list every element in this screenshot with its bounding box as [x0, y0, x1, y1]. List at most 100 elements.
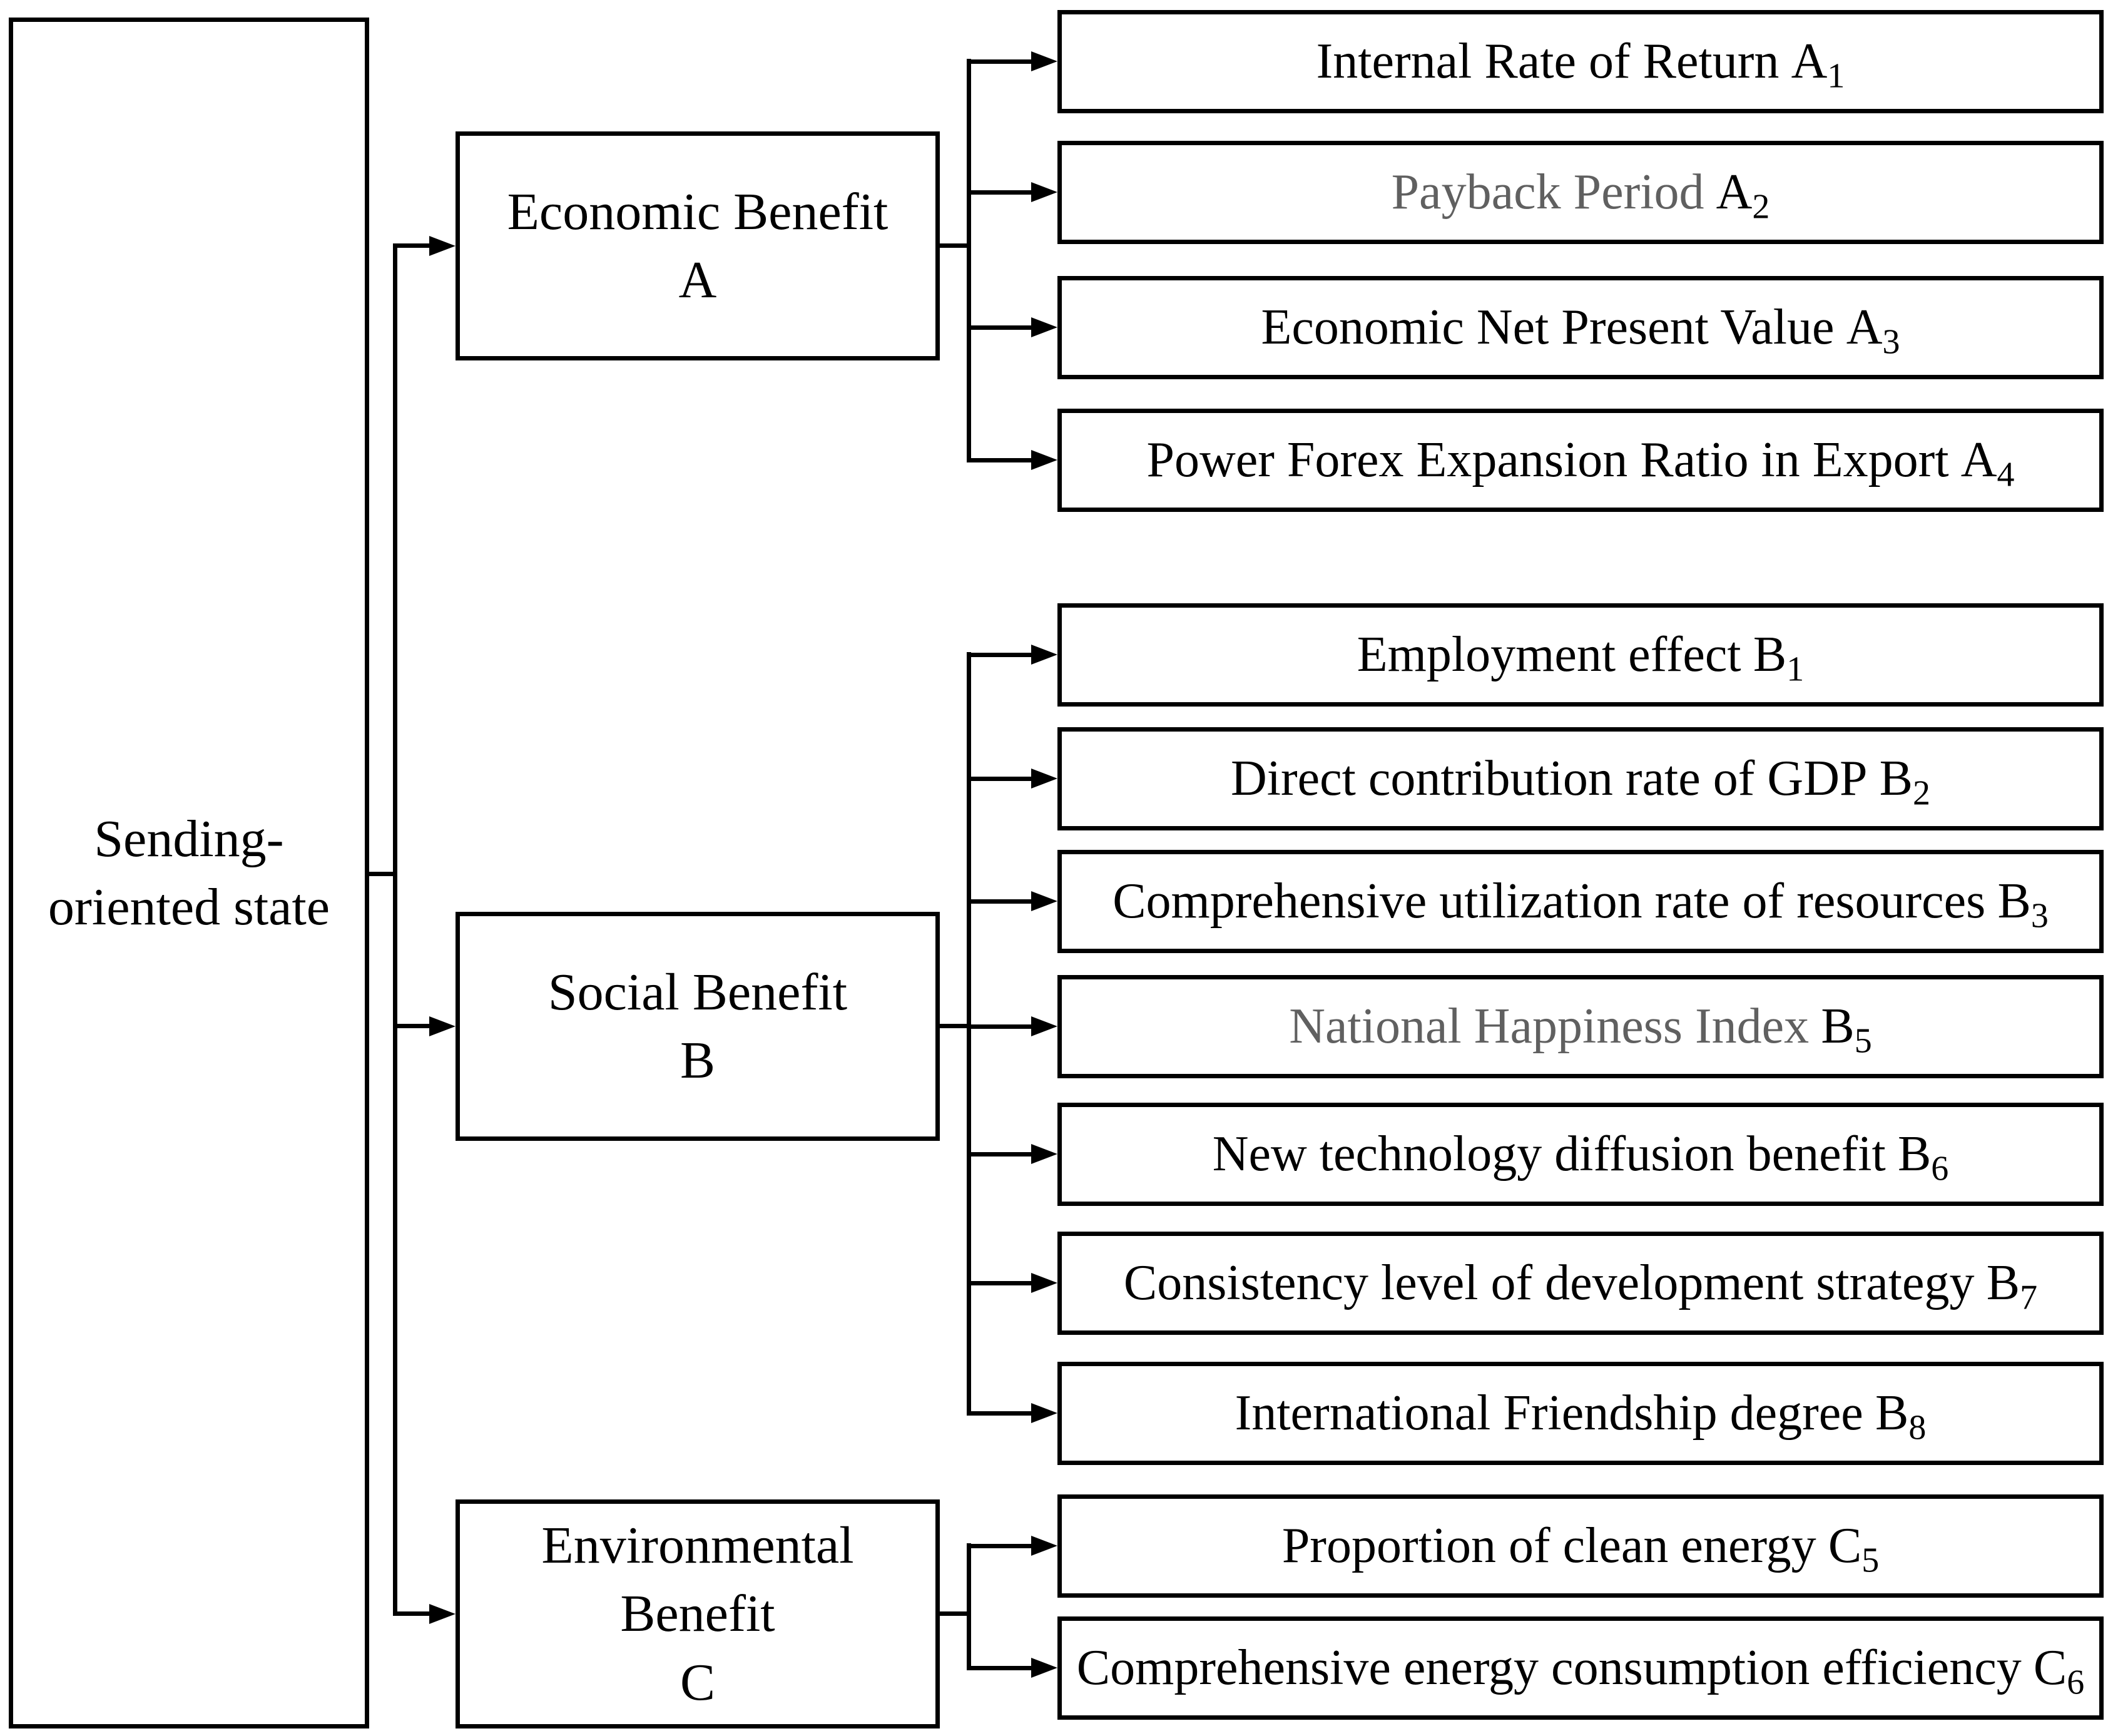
connector-line-c6 — [967, 1666, 1031, 1670]
leaf-b5-code-letter: B — [1821, 999, 1855, 1054]
category-environmental-code: C — [680, 1653, 716, 1712]
leaf-b8-code-sub: 8 — [1908, 1408, 1927, 1448]
leaf-a3-code-letter: A — [1846, 300, 1883, 355]
root-box: Sending- oriented state — [9, 18, 369, 1728]
leaf-b6-code-sub: 6 — [1931, 1149, 1949, 1188]
category-social-title: Social Benefit — [547, 962, 848, 1021]
arrowhead-economic — [429, 236, 456, 256]
connector-root-stub — [368, 872, 397, 876]
arrowhead-social — [429, 1016, 456, 1036]
leaf-b7-code: B7 — [1986, 1255, 2037, 1315]
connector-economic-stub — [940, 243, 971, 248]
leaf-a2-code-sub: 2 — [1752, 187, 1770, 227]
category-economic-title: Economic Benefit — [507, 182, 889, 241]
connector-line-b6 — [967, 1152, 1031, 1156]
arrowhead-b2 — [1031, 768, 1057, 789]
connector-line-environmental — [393, 1611, 429, 1616]
leaf-b2-code: B2 — [1880, 750, 1930, 811]
leaf-b8-code-letter: B — [1875, 1386, 1909, 1441]
leaf-b2-code-sub: 2 — [1913, 774, 1931, 813]
leaf-b3-code-letter: B — [1997, 874, 2031, 929]
connector-line-economic — [393, 243, 429, 248]
connector-line-a1 — [967, 59, 1031, 64]
connector-line-social — [393, 1024, 429, 1028]
leaf-b3-code: B3 — [1997, 873, 2048, 934]
arrowhead-c5 — [1031, 1536, 1057, 1556]
leaf-a4-code: A4 — [1960, 432, 2015, 493]
connector-environmental-trunk — [967, 1543, 971, 1670]
connector-root-trunk — [393, 244, 397, 1616]
arrowhead-b7 — [1031, 1273, 1057, 1293]
arrowhead-b8 — [1031, 1403, 1057, 1423]
leaf-box-b6: New technology diffusion benefit B6 — [1057, 1103, 2104, 1206]
leaf-box-b7: Consistency level of development strateg… — [1057, 1232, 2104, 1335]
connector-line-a4 — [967, 458, 1031, 462]
arrowhead-a1 — [1031, 51, 1057, 71]
leaf-a1-code: A1 — [1791, 33, 1845, 94]
leaf-a3-label: Economic Net Present Value — [1261, 300, 1835, 355]
category-economic-code: A — [678, 251, 717, 309]
leaf-b6-code-letter: B — [1897, 1126, 1932, 1182]
leaf-b2-label: Direct contribution rate of GDP — [1230, 751, 1868, 806]
leaf-box-c6: Comprehensive energy consumption efficie… — [1057, 1616, 2104, 1720]
connector-environmental-stub — [940, 1611, 971, 1616]
category-box-environmental: Environmental Benefit C — [456, 1499, 940, 1728]
leaf-a3-code-sub: 3 — [1882, 322, 1900, 362]
leaf-b1-code-letter: B — [1753, 627, 1787, 682]
leaf-b7-code-sub: 7 — [2020, 1278, 2038, 1317]
leaf-box-a4: Power Forex Expansion Ratio in Export A4 — [1057, 409, 2104, 512]
leaf-a2-code-letter: A — [1716, 165, 1753, 220]
leaf-a4-label: Power Forex Expansion Ratio in Export — [1146, 432, 1949, 488]
leaf-box-a1: Internal Rate of Return A1 — [1057, 10, 2104, 113]
leaf-a3-code: A3 — [1846, 299, 1900, 360]
leaf-a1-code-letter: A — [1791, 34, 1828, 89]
connector-line-c5 — [967, 1544, 1031, 1548]
leaf-a1-code-sub: 1 — [1827, 56, 1845, 96]
connector-line-b1 — [967, 653, 1031, 657]
leaf-box-c5: Proportion of clean energy C5 — [1057, 1494, 2104, 1598]
arrowhead-environmental — [429, 1604, 456, 1624]
leaf-b7-code-letter: B — [1986, 1255, 2020, 1310]
connector-economic-trunk — [967, 59, 971, 462]
arrowhead-a2 — [1031, 182, 1057, 202]
leaf-c5-code: C5 — [1828, 1518, 1879, 1578]
arrowhead-b1 — [1031, 645, 1057, 665]
leaf-b3-code-sub: 3 — [2030, 896, 2049, 936]
leaf-c5-label: Proportion of clean energy — [1281, 1518, 1816, 1573]
leaf-b5-label: National Happiness Index — [1289, 999, 1810, 1054]
leaf-box-b5: National Happiness Index B5 — [1057, 975, 2104, 1078]
root-title-line1: Sending- — [94, 809, 284, 868]
leaf-box-b3: Comprehensive utilization rate of resour… — [1057, 850, 2104, 953]
category-environmental-title: Environmental Benefit — [541, 1516, 854, 1643]
leaf-c6-code-letter: C — [2033, 1640, 2067, 1695]
leaf-a4-code-sub: 4 — [1997, 455, 2015, 494]
category-social-code: B — [680, 1031, 716, 1090]
leaf-b6-label: New technology diffusion benefit — [1212, 1126, 1886, 1182]
leaf-box-b8: International Friendship degree B8 — [1057, 1362, 2104, 1465]
connector-line-a3 — [967, 325, 1031, 330]
leaf-b5-code-sub: 5 — [1854, 1021, 1872, 1061]
connector-line-a2 — [967, 190, 1031, 195]
leaf-c6-code: C6 — [2033, 1640, 2084, 1700]
leaf-a4-code-letter: A — [1960, 432, 1997, 488]
arrowhead-b6 — [1031, 1144, 1057, 1164]
root-title-line2: oriented state — [48, 878, 330, 936]
arrowhead-b3 — [1031, 891, 1057, 911]
connector-line-b5 — [967, 1024, 1031, 1029]
leaf-b6-code: B6 — [1897, 1126, 1948, 1187]
leaf-b7-label: Consistency level of development strateg… — [1123, 1255, 1975, 1310]
leaf-c6-label: Comprehensive energy consumption efficie… — [1076, 1640, 2022, 1695]
arrowhead-a3 — [1031, 317, 1057, 337]
leaf-b1-label: Employment effect — [1357, 627, 1741, 682]
connector-line-b8 — [967, 1411, 1031, 1416]
leaf-a2-label: Payback Period — [1391, 165, 1704, 220]
leaf-b1-code: B1 — [1753, 626, 1804, 687]
leaf-a2-code: A2 — [1716, 164, 1770, 225]
leaf-b3-label: Comprehensive utilization rate of resour… — [1113, 874, 1986, 929]
leaf-c6-code-sub: 6 — [2067, 1663, 2085, 1702]
leaf-c5-code-sub: 5 — [1861, 1541, 1880, 1580]
connector-social-stub — [940, 1024, 971, 1028]
connector-social-trunk — [967, 652, 971, 1416]
category-box-social: Social Benefit B — [456, 912, 940, 1141]
leaf-box-a3: Economic Net Present Value A3 — [1057, 276, 2104, 379]
